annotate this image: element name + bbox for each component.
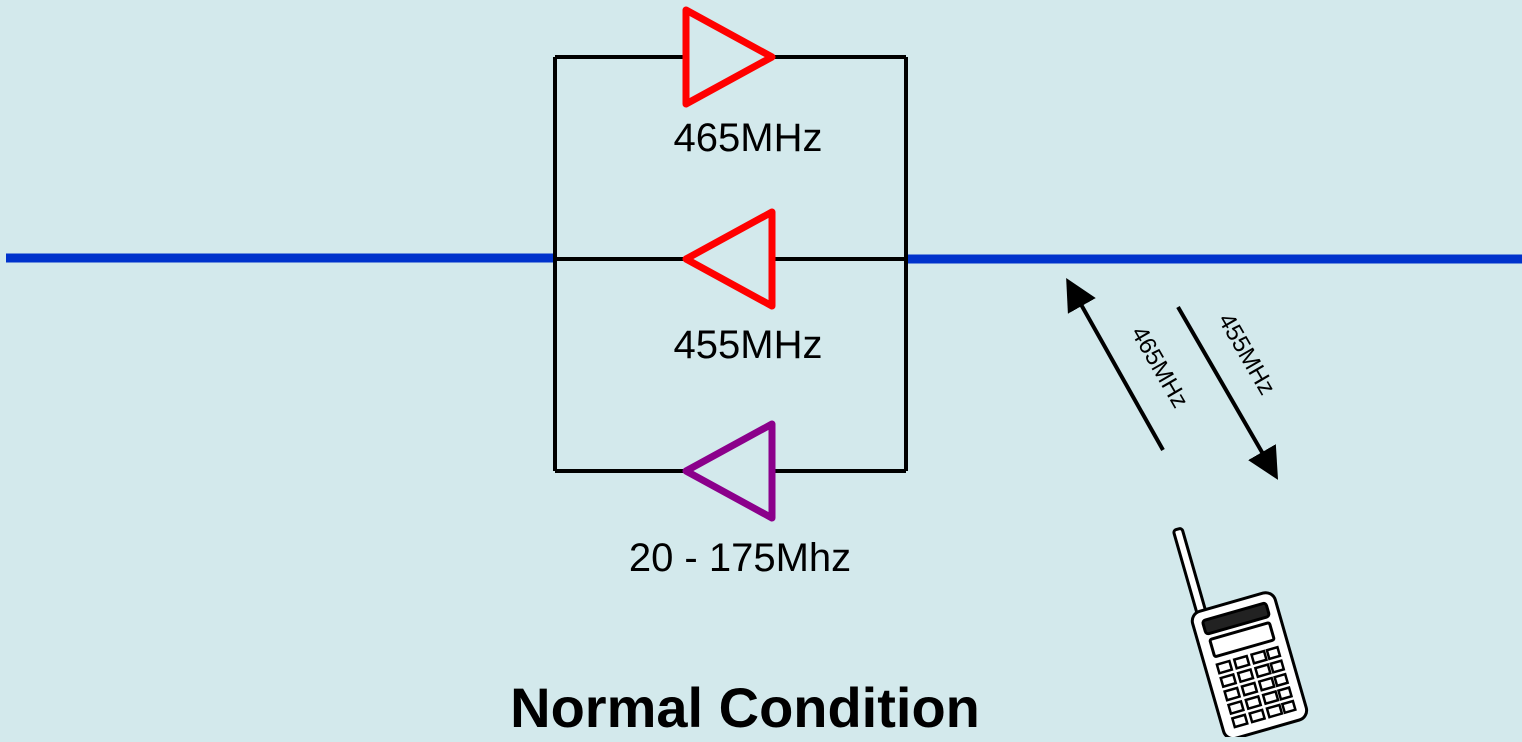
amplifier-455-label: 455MHz (674, 323, 823, 367)
amplifier-vhf-label: 20 - 175Mhz (629, 536, 851, 580)
amplifier-465-label: 465MHz (674, 116, 823, 160)
amplifier-vhf-icon (682, 420, 776, 522)
amplifier-block-wiring (553, 55, 908, 473)
handheld-radio-icon (1172, 527, 1309, 741)
downlink-arrow-icon (1176, 305, 1279, 480)
uplink-arrow-icon (1066, 278, 1165, 451)
diagram-title: Normal Condition (510, 676, 980, 737)
amplifier-455-icon (682, 208, 776, 310)
amplifier-465-icon (682, 6, 776, 108)
